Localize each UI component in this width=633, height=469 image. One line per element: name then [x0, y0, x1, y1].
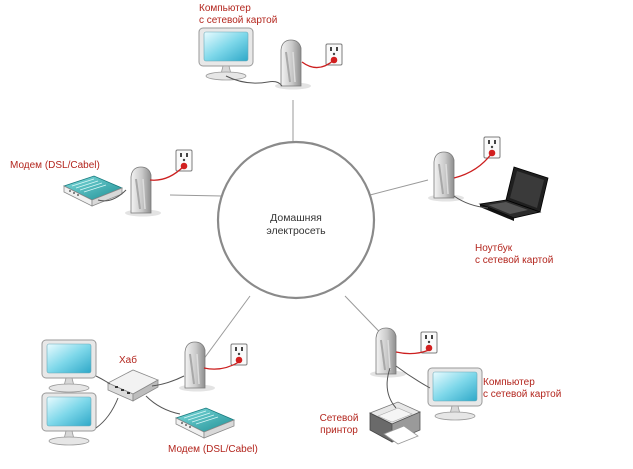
hub-icon — [107, 369, 159, 402]
left-modem-node — [63, 149, 193, 218]
left-modem-label: Модем (DSL/Cabel) — [10, 160, 100, 171]
power-outlet-icon — [325, 43, 343, 66]
bottom-modem-label: Модем (DSL/Cabel) — [168, 444, 258, 455]
printer-icon — [369, 401, 421, 445]
printer-computer-node — [369, 327, 483, 445]
powerline-adapter-icon — [178, 341, 216, 393]
hub-label: Хаб — [119, 355, 137, 366]
modem-icon — [63, 175, 123, 207]
modem-icon — [175, 407, 235, 439]
bottom-computer-label-line1: Компьютер — [483, 377, 535, 388]
home-power-network-circle — [216, 140, 376, 300]
laptop-node — [427, 136, 549, 221]
power-outlet-icon — [230, 343, 248, 366]
laptop-icon — [478, 166, 549, 221]
top-computer-label: Компьютер с сетевой картой — [199, 3, 277, 27]
monitor-icon — [41, 339, 97, 393]
printer-label-line1: Сетевой — [319, 413, 359, 424]
powerline-adapter-icon — [124, 166, 162, 218]
hub-cluster-node — [41, 339, 248, 446]
printer-label-line2: принтор — [320, 425, 358, 436]
network-label: Домашняя электросеть — [248, 212, 344, 238]
top-computer-node — [198, 27, 343, 91]
bottom-computer-label: Компьютер с сетевой картой — [483, 377, 561, 401]
top-computer-label-line2: с сетевой картой — [199, 15, 278, 26]
monitor-icon — [41, 392, 97, 446]
power-outlet-icon — [175, 149, 193, 172]
power-outlet-icon — [420, 331, 438, 354]
laptop-label: Ноутбук с сетевой картой — [475, 243, 553, 267]
monitor-icon — [198, 27, 254, 81]
laptop-label-line1: Ноутбук — [475, 243, 513, 254]
top-computer-label-line1: Компьютер — [199, 3, 251, 14]
network-label-line2: электросеть — [266, 225, 326, 237]
network-label-line1: Домашняя — [270, 212, 322, 224]
printer-label: Сетевой принтор — [314, 413, 364, 437]
laptop-label-line2: с сетевой картой — [475, 255, 554, 266]
power-outlet-icon — [483, 136, 501, 159]
monitor-icon — [427, 367, 483, 421]
bottom-computer-label-line2: с сетевой картой — [483, 389, 562, 400]
